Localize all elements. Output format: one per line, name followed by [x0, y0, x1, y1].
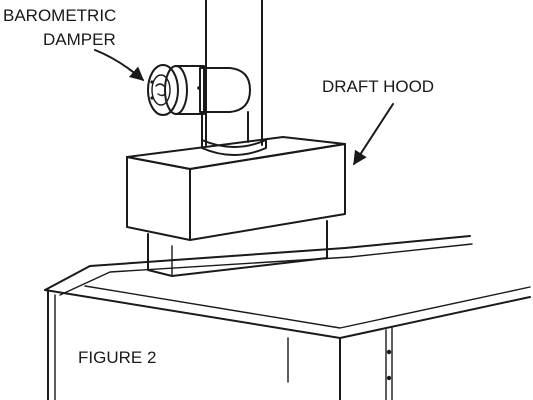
draft-hood-label: DRAFT HOOD — [322, 77, 434, 96]
furnace-cabinet — [44, 235, 531, 400]
damper-leader-arrow — [94, 49, 145, 81]
draft-hood — [126, 136, 346, 277]
flue-pipe — [205, 0, 263, 146]
hood-leader-arrow — [353, 103, 394, 166]
damper-label-line2: DAMPER — [43, 30, 116, 49]
damper-label-line1: BAROMETRIC — [3, 6, 116, 25]
figure-caption: FIGURE 2 — [78, 348, 156, 367]
barometric-damper — [147, 64, 251, 143]
